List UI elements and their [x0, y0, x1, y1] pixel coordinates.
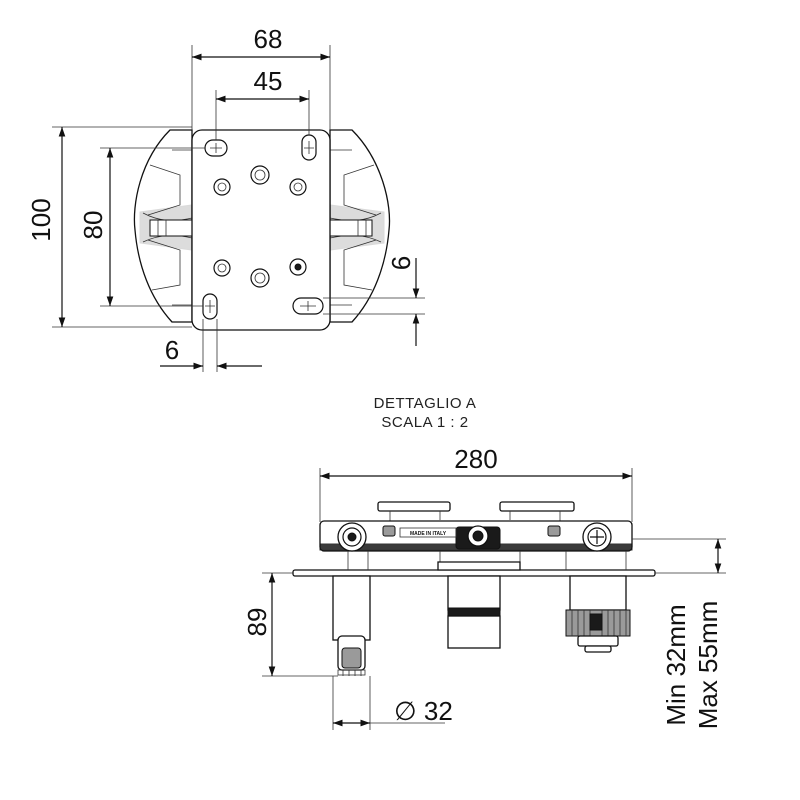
dim-label-diameter-32: ∅ 32 — [394, 696, 453, 726]
dim-label-100: 100 — [26, 198, 56, 241]
dimension-diameter-32: ∅ 32 — [332, 676, 453, 730]
wall-max-label: Max 55mm — [693, 601, 723, 730]
right-cartridge — [565, 575, 631, 653]
dimension-280: 280 — [319, 444, 633, 522]
dimension-6-right: 6 — [323, 256, 425, 346]
made-in-italy-marking: MADE IN ITALY — [410, 531, 447, 537]
dimension-89: 89 — [242, 572, 338, 677]
dim-label-68: 68 — [254, 24, 283, 54]
spout — [332, 575, 371, 676]
dimension-45: 45 — [215, 66, 310, 140]
front-view: 280 MADE — [242, 444, 726, 730]
round-housing — [133, 129, 391, 323]
dim-label-6-bottom: 6 — [165, 335, 179, 365]
dimension-wall-depth: Min 32mm Max 55mm — [632, 538, 726, 730]
slot-bottom-right — [292, 297, 324, 315]
dimension-68: 68 — [191, 24, 331, 130]
dimension-6-bottom: 6 — [160, 319, 262, 372]
dim-label-89: 89 — [242, 608, 272, 637]
detail-scale: SCALA 1 : 2 — [381, 414, 468, 431]
dim-label-6-right: 6 — [386, 256, 416, 270]
dim-label-80: 80 — [78, 211, 108, 240]
top-view: 68 45 100 80 6 — [26, 24, 425, 372]
wall-cover-plate — [292, 569, 656, 577]
dim-label-280: 280 — [454, 444, 497, 474]
slot-bottom-left — [202, 293, 218, 320]
dimension-100: 100 — [26, 126, 192, 328]
dim-label-45: 45 — [254, 66, 283, 96]
dimension-80: 80 — [78, 147, 205, 307]
wall-min-label: Min 32mm — [661, 604, 691, 725]
detail-title: DETTAGLIO A — [374, 395, 477, 412]
valve-body: MADE IN ITALY — [319, 520, 633, 552]
middle-body — [447, 575, 501, 649]
plate-holes — [213, 165, 307, 288]
